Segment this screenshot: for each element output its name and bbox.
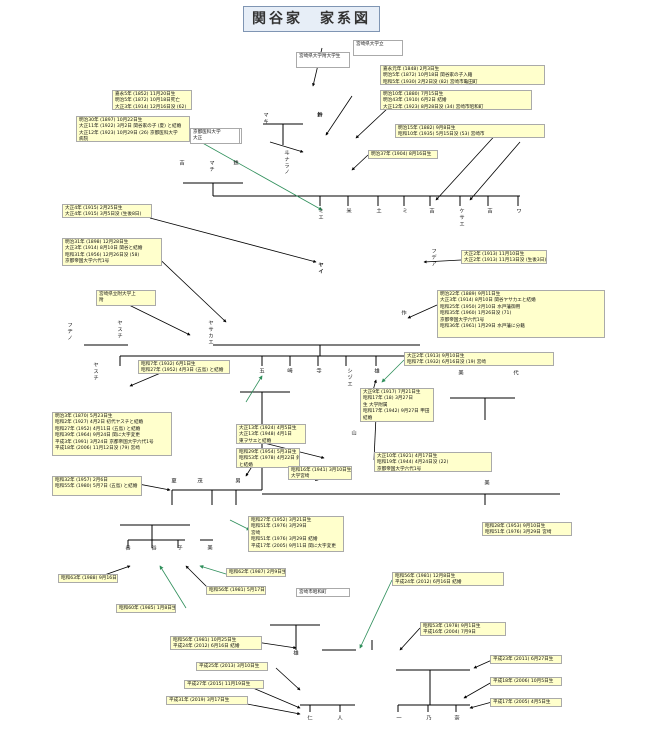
person-name: 美	[206, 545, 212, 552]
note-box: 明治15年 (1882) 9月8日生 昭和10年 (1935) 5月15日没 (…	[395, 124, 545, 138]
person-name: 茂	[196, 478, 202, 485]
person-name: 夏	[170, 478, 176, 485]
person-name: 代	[512, 370, 518, 377]
note-box: 昭和53年 (1978) 9月1日生 平成16年 (2004) 7月9日	[420, 622, 506, 636]
note-box: 平成18年 (2006) 10月5日生	[490, 677, 562, 686]
note-box: 大正10年 (1921) 4月17日生 昭和19年 (1944) 4月24日没 …	[374, 452, 492, 472]
person-name: 男	[234, 478, 240, 485]
person-name: 谷	[150, 545, 156, 552]
person-name: ミエ	[317, 208, 323, 221]
note-box: 平成31年 (2019) 3月17日生	[166, 696, 248, 705]
person-name: ヤスチ	[92, 362, 98, 381]
person-name: 五	[258, 368, 264, 375]
note-box: 明治3年 (1870) 5月23日生 昭和2年 (1927) 4月2日 初代ヤス…	[52, 412, 172, 456]
note-box: 昭和56年 (1981) 12月8日生 平成24年 (2012) 6月16日 結…	[392, 572, 504, 586]
note-box: 明治31年 (1898) 12月28日生 大正3年 (1914) 8月10日 関…	[62, 238, 162, 266]
person-name: 吉	[428, 208, 434, 215]
note-box: 宮崎県立附大学上 附	[96, 290, 156, 306]
note-box: 大正13年 (1924) 4月5日生 大正13年 (1948) 4月1日 東ヲサ…	[236, 424, 306, 444]
note-box: 大正2年 (1913) 11月10日生 大正2年 (1913) 11月13日没 …	[461, 250, 547, 264]
person-name: シヅエ	[346, 368, 352, 387]
family-lines	[84, 123, 560, 712]
person-name: 一	[395, 715, 401, 722]
person-name: マキ	[262, 112, 268, 125]
person-name: ケサエ	[458, 208, 464, 227]
person-name: ヤイ	[317, 262, 323, 275]
note-box: 大正2年 (1913) 9月10日生 昭和7年 (1932) 6月16日没 (1…	[404, 352, 554, 366]
note-box: 明治30年 (1897) 10月22日生 大正11年 (1922) 3月2日 関…	[76, 116, 190, 142]
person-name: 奈	[453, 715, 459, 722]
person-name: フデア	[430, 248, 436, 267]
note-box: 宮崎県大学立	[353, 40, 403, 56]
person-name: 子	[176, 545, 182, 552]
person-name: 寺	[315, 368, 321, 375]
person-name: フヂノ	[66, 322, 72, 341]
note-box: 平成25年 (2013) 3月10日生	[196, 662, 268, 671]
note-box: 昭和56年 (1981) 5月17日生	[206, 586, 266, 595]
note-box: 明治10年 (1880) 7月15日生 明治43年 (1910) 6月2日 結婚…	[380, 90, 532, 110]
note-box: 昭和62年 (1987) 2月9日生	[226, 568, 286, 577]
person-name: 土	[375, 208, 381, 215]
person-name: 崎	[286, 368, 292, 375]
person-name: 美	[483, 480, 489, 487]
person-name: 雄	[292, 650, 298, 657]
person-name: 人	[336, 715, 342, 722]
note-box: 昭和60年 (1985) 1月8日生	[116, 604, 176, 613]
note-box: 嘉永5年 (1852) 11月20日生 明治5年 (1872) 10月18日死亡…	[112, 90, 192, 110]
person-name: マチ	[208, 160, 214, 173]
person-name: 吉	[486, 208, 492, 215]
note-box: 大正9年 (1917) 7月21日生 昭和17年 (18) 3月27日 生 大学…	[360, 388, 434, 422]
note-box: 平成17年 (2005) 4月5日生	[490, 698, 562, 707]
note-box: 明治37年 (1904) 8月16日生	[368, 150, 438, 159]
person-name: 山	[350, 430, 356, 437]
person-name: 乃	[425, 715, 431, 722]
person-name: ミ	[401, 208, 407, 215]
note-box: 昭和27年 (1952) 3月21日生 昭和51年 (1976) 3月29日 宮…	[248, 516, 344, 552]
person-name: ヤサカエ	[207, 320, 213, 346]
note-box: 平成23年 (2011) 6月27日生	[490, 655, 562, 664]
person-name: 米	[345, 208, 351, 215]
note-box: 昭和7年 (1932) 6月1日生 昭和27年 (1952) 4月3日 (五島)…	[138, 360, 230, 374]
person-name: 鈴	[316, 112, 322, 119]
note-box: 大正4年 (1915) 2月25日生 大正4年 (1915) 3月5日没 (生後…	[62, 204, 152, 218]
note-box: 嘉永元年 (1848) 2月3日生 明治5年 (1872) 10月18日 関谷家…	[380, 65, 545, 85]
note-box: 宮崎市昭和町	[296, 588, 350, 597]
annotation-arrows	[95, 47, 561, 716]
person-name: 鉄	[232, 160, 238, 167]
page-title: 関谷家 家系図	[243, 6, 380, 32]
person-name: 作	[400, 310, 406, 317]
person-name: 雄	[373, 368, 379, 375]
note-box: 昭和63年 (1988) 9月16日生	[58, 574, 118, 583]
note-box: 京都医科大学 大正	[190, 128, 240, 144]
note-box: 平成27年 (2015) 11月19日生	[184, 680, 264, 689]
note-box: 昭和56年 (1981) 10月25日生 平成24年 (2012) 6月16日 …	[170, 636, 262, 650]
note-box: 昭和29年 (1954) 5月3日生 昭和53年 (1978) 4月22日 鈴 …	[236, 448, 300, 468]
note-box: 昭和28年 (1953) 9月10日生 昭和51年 (1976) 3月29日 宮…	[482, 522, 572, 536]
note-box: 宮崎県大学附大学生	[296, 52, 350, 68]
note-box: 昭和16年 (1941) 3月10日生 大学宮崎	[288, 466, 352, 480]
person-name: 美	[457, 370, 463, 377]
person-name: 仁	[306, 715, 312, 722]
person-name: ワ	[515, 208, 521, 215]
person-name: 斗ナラノ	[283, 150, 289, 176]
person-name: 谷	[124, 545, 130, 552]
person-name: ヤスチ	[116, 320, 122, 339]
note-box: 昭和32年 (1957) 2月6日 昭和55年 (1980) 5月7日 (五島)…	[52, 476, 142, 496]
person-name: 吉	[178, 160, 184, 167]
note-box: 明治22年 (1889) 9月11日生 大正3年 (1914) 8月10日 関谷…	[437, 290, 605, 338]
